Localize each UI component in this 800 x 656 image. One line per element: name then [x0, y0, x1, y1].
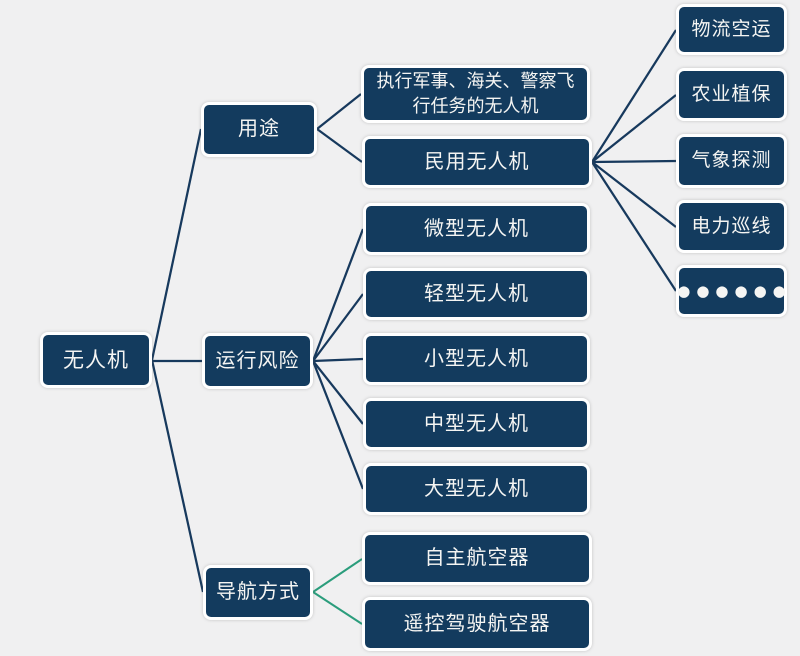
node-root-uav: 无人机	[40, 332, 152, 388]
node-large-uav: 大型无人机	[363, 463, 590, 515]
connector-civil-agriculture	[591, 94, 677, 163]
node-medium-uav: 中型无人机	[363, 398, 590, 450]
node-purpose: 用途	[201, 102, 317, 157]
connector-civil-meteorological	[591, 159, 677, 164]
connector-root-purpose	[150, 128, 203, 361]
node-remotely-piloted-aircraft: 遥控驾驶航空器	[362, 597, 592, 651]
node-power-line-patrol: 电力巡线	[676, 200, 787, 253]
connector-civil-powerline	[591, 161, 677, 228]
connector-civil-ellipsis	[591, 161, 677, 292]
node-light-uav: 轻型无人机	[363, 268, 590, 320]
connector-risk-micro	[311, 228, 365, 362]
node-ellipsis: ●●●●●●	[676, 265, 787, 317]
node-navigation-mode: 导航方式	[203, 565, 313, 620]
node-military-customs-police-uav: 执行军事、海关、警察飞行任务的无人机	[361, 65, 590, 123]
connector-risk-large	[311, 360, 365, 490]
connector-risk-medium	[312, 360, 364, 425]
connector-risk-light	[312, 293, 364, 362]
connector-navigation-remote	[312, 591, 363, 625]
node-meteorological-detection: 气象探测	[676, 134, 787, 188]
node-small-uav: 小型无人机	[363, 333, 590, 385]
node-autonomous-aircraft: 自主航空器	[362, 532, 592, 585]
node-operational-risk: 运行风险	[202, 333, 313, 389]
connector-navigation-autonomous	[312, 558, 363, 593]
connector-purpose-civil-uav	[316, 128, 363, 163]
connector-root-navigation-mode	[150, 359, 205, 593]
connector-civil-logistics	[591, 29, 677, 163]
node-micro-uav: 微型无人机	[363, 203, 590, 255]
node-logistics-air-transport: 物流空运	[676, 4, 787, 55]
connector-risk-small	[312, 357, 364, 363]
node-agricultural-plant-protection: 农业植保	[676, 68, 787, 121]
node-civil-uav: 民用无人机	[362, 136, 592, 188]
connector-purpose-military-uav	[316, 93, 362, 130]
